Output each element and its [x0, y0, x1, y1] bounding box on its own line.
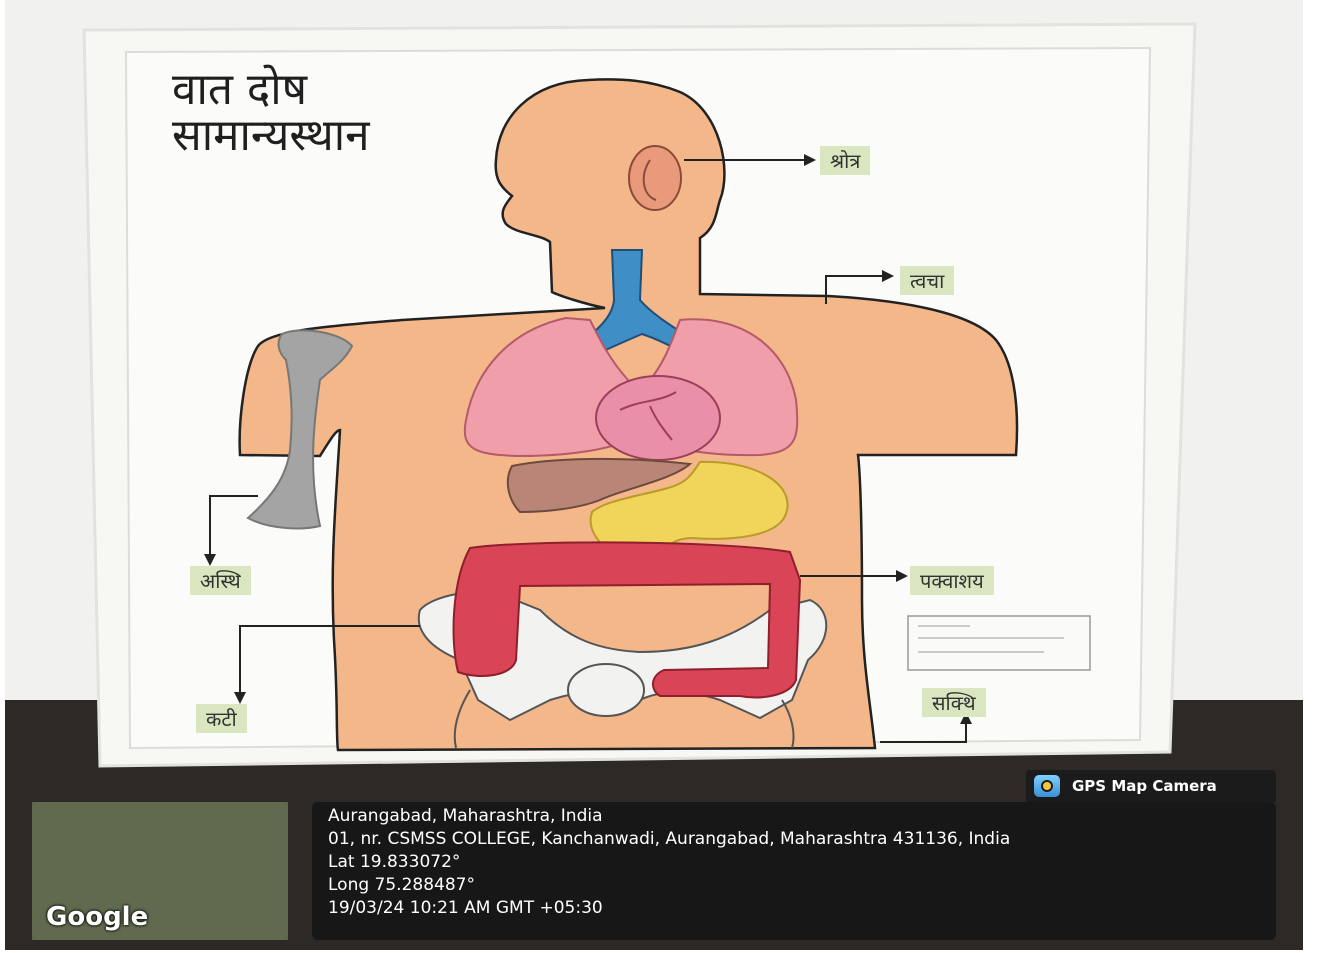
- gps-camera-badge: GPS Map Camera: [1026, 770, 1276, 802]
- label-thigh: सक्थि: [922, 688, 986, 717]
- gps-longitude: Long 75.288487°: [328, 875, 475, 895]
- label-ear: श्रोत्र: [820, 146, 870, 175]
- label-colon: पक्वाशय: [910, 566, 994, 595]
- label-skin: त्वचा: [900, 266, 954, 295]
- heart: [596, 376, 720, 460]
- map-brand: Google: [46, 902, 148, 932]
- sacrum: [568, 664, 644, 716]
- gps-camera-app-icon: [1034, 775, 1060, 797]
- gps-info-panel: Aurangabad, Maharashtra, India 01, nr. C…: [312, 802, 1276, 940]
- poster-title-line1: वात दोष: [172, 64, 307, 116]
- gps-camera-label: GPS Map Camera: [1072, 777, 1217, 795]
- label-waist: कटी: [196, 704, 247, 733]
- poster-title-line2: सामान्यस्थान: [172, 110, 370, 162]
- label-bone: अस्थि: [190, 566, 251, 595]
- submission-note: [908, 616, 1090, 670]
- gps-datetime: 19/03/24 10:21 AM GMT +05:30: [328, 898, 603, 918]
- gps-address: 01, nr. CSMSS COLLEGE, Kanchanwadi, Aura…: [328, 829, 1010, 849]
- map-thumbnail: Google: [32, 802, 288, 940]
- gps-place: Aurangabad, Maharashtra, India: [328, 806, 603, 826]
- gps-latitude: Lat 19.833072°: [328, 852, 460, 872]
